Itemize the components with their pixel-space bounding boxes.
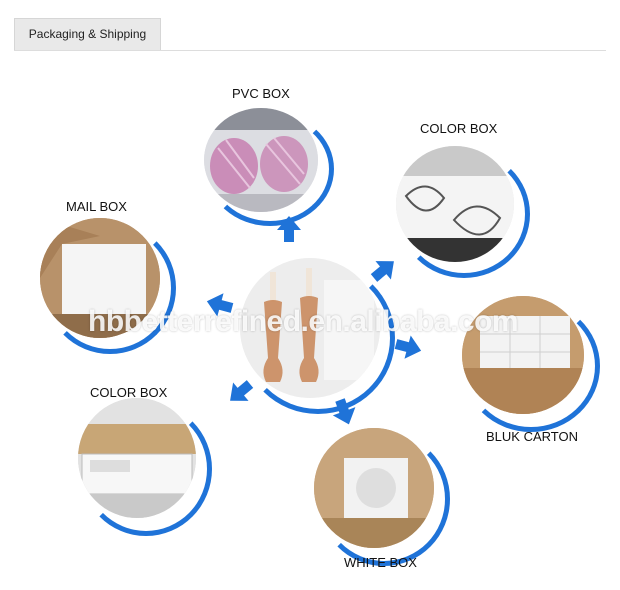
color-box-bottom-ring <box>80 402 212 536</box>
mail-box-image <box>40 218 160 338</box>
color-box-bottom-image <box>78 398 196 518</box>
arrow-up-icon <box>277 216 301 242</box>
label-white-box: WHITE BOX <box>344 555 417 570</box>
label-pvc-box: PVC BOX <box>232 86 290 101</box>
pvc-box-ring <box>206 112 334 226</box>
tab-packaging-shipping[interactable]: Packaging & Shipping <box>14 18 161 50</box>
white-box-ring <box>318 432 450 566</box>
pvc-box-image <box>204 108 318 212</box>
white-box-image <box>314 428 434 548</box>
color-box-top-image <box>396 146 514 262</box>
label-color-box-top: COLOR BOX <box>420 121 498 136</box>
center-ring <box>241 262 395 414</box>
arrow-up-right-icon <box>370 261 394 282</box>
color-box-top-ring <box>398 150 530 278</box>
label-mail-box: MAIL BOX <box>66 199 127 214</box>
center-product-image <box>240 258 380 398</box>
arrow-left-icon <box>206 293 234 317</box>
arrow-down-left-icon <box>230 380 254 401</box>
bulk-carton-image <box>462 296 584 414</box>
label-bulk-carton: BLUK CARTON <box>486 429 578 444</box>
mail-box-ring <box>44 222 176 354</box>
arrow-down-icon <box>332 398 356 425</box>
bulk-carton-ring <box>462 300 600 432</box>
tab-bar: Packaging & Shipping <box>14 18 606 51</box>
arrow-right-icon <box>394 335 422 359</box>
watermark-text: hbbetterrefined.en.alibaba.com <box>88 305 519 338</box>
label-color-box-bottom: COLOR BOX <box>90 385 168 400</box>
